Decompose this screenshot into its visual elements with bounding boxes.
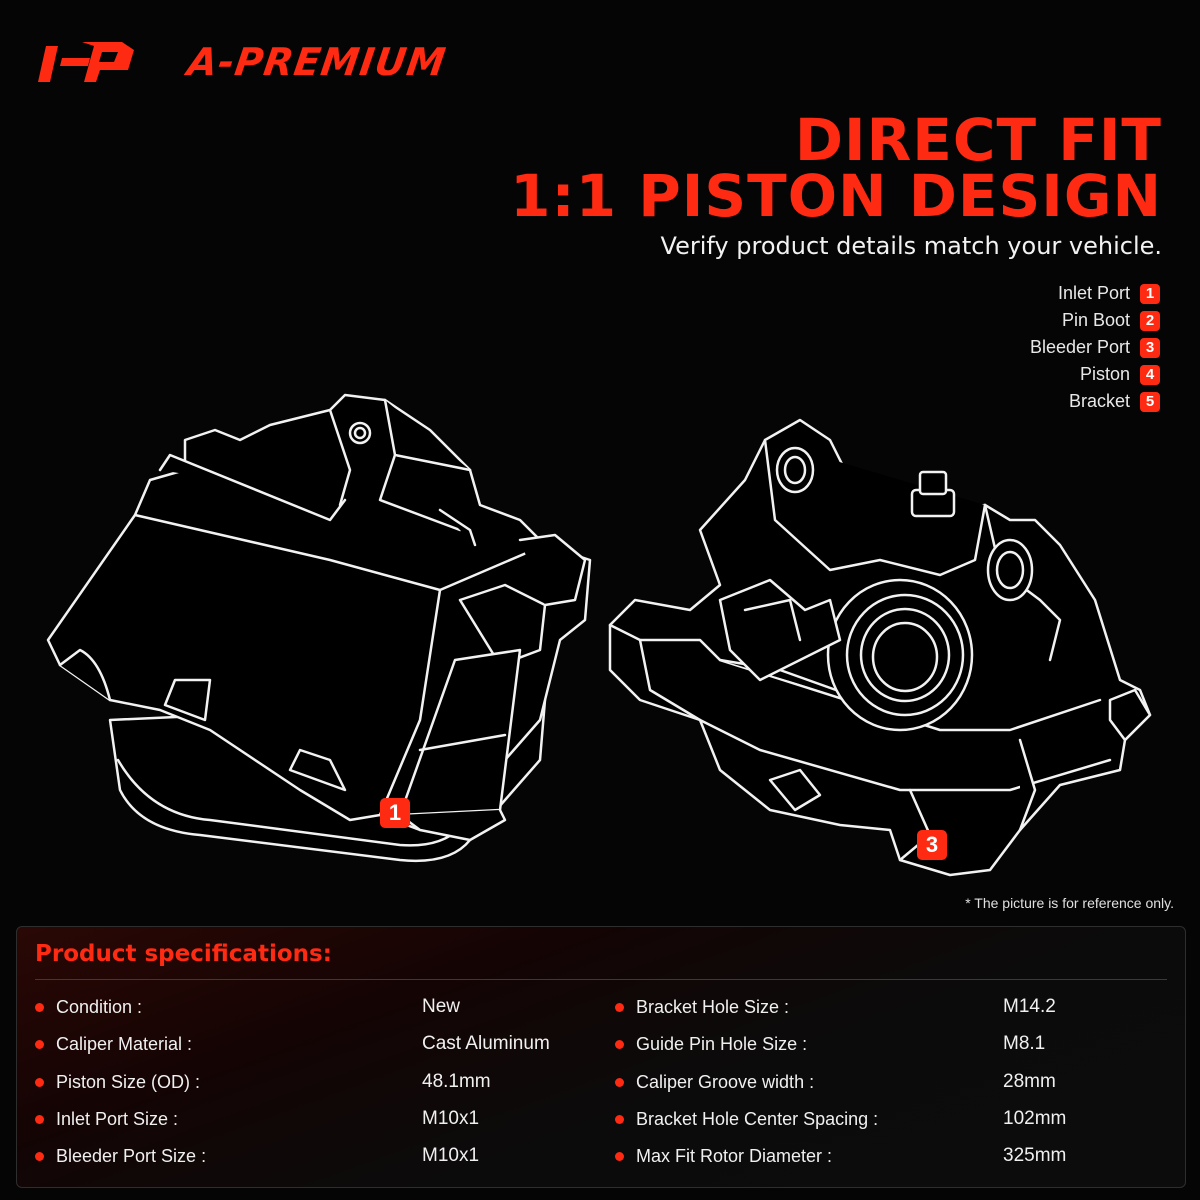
part-legend: Inlet Port 1 Pin Boot 2 Bleeder Port 3 P…	[1030, 280, 1160, 415]
callout-marker-inlet-port: 1	[380, 798, 410, 828]
legend-number-badge: 4	[1140, 364, 1160, 385]
spec-row-bleeder-port-size: Bleeder Port Size :	[35, 1141, 206, 1171]
caliper-rear-view-drawing	[46, 393, 592, 862]
bullet-icon	[35, 1151, 44, 1161]
bullet-icon	[35, 1114, 44, 1124]
callout-marker-bleeder-port: 3	[917, 830, 947, 860]
bullet-icon	[615, 1039, 624, 1049]
reference-note: * The picture is for reference only.	[965, 895, 1174, 911]
spec-row-max-fit-rotor-diameter: Max Fit Rotor Diameter :	[615, 1141, 832, 1171]
spec-value: M10x1	[422, 1145, 480, 1166]
spec-value: M8.1	[1003, 1033, 1046, 1054]
subheading: Verify product details match your vehicl…	[660, 232, 1162, 260]
headline: DIRECT FIT 1:1 PISTON DESIGN	[510, 106, 1162, 230]
brand-logo: A-PREMIUM	[38, 36, 518, 88]
spec-row-condition: Condition :	[35, 992, 142, 1022]
spec-row-inlet-port-size: Inlet Port Size :	[35, 1104, 178, 1134]
spec-value: Cast Aluminum	[422, 1033, 550, 1054]
caliper-drawings: 1 2 3 4 5	[0, 380, 1200, 1176]
spec-label: Bleeder Port Size :	[56, 1145, 207, 1166]
spec-value: M10x1	[422, 1108, 480, 1129]
legend-item-piston: Piston 4	[1030, 361, 1160, 388]
spec-row-caliper-material: Caliper Material :	[35, 1029, 192, 1059]
spec-value: New	[422, 996, 461, 1017]
bullet-icon	[615, 1077, 624, 1087]
legend-label: Piston	[1079, 364, 1130, 384]
bullet-icon	[615, 1114, 624, 1124]
legend-number-badge: 1	[1140, 283, 1160, 304]
headline-line-2: 1:1 PISTON DESIGN	[510, 162, 1162, 230]
spec-label: Piston Size (OD) :	[56, 1071, 201, 1092]
legend-label: Bleeder Port	[1029, 337, 1130, 357]
spec-label: Inlet Port Size :	[56, 1108, 179, 1129]
spec-label: Bracket Hole Center Spacing :	[636, 1108, 879, 1129]
spec-value: 48.1mm	[422, 1071, 491, 1092]
spec-row-bracket-hole-size: Bracket Hole Size :	[615, 992, 789, 1022]
legend-number-badge: 2	[1140, 310, 1160, 331]
legend-label: Inlet Port	[1057, 283, 1130, 303]
legend-label: Bracket	[1068, 391, 1130, 411]
spec-label: Max Fit Rotor Diameter :	[636, 1145, 833, 1166]
spec-row-guide-pin-hole-size: Guide Pin Hole Size :	[615, 1029, 807, 1059]
spec-row-bracket-hole-center-spacing: Bracket Hole Center Spacing :	[615, 1104, 878, 1134]
bullet-icon	[35, 1039, 44, 1049]
spec-row-piston-size: Piston Size (OD) :	[35, 1067, 200, 1097]
spec-row-caliper-groove-width: Caliper Groove width :	[615, 1067, 814, 1097]
specifications-divider	[35, 979, 1167, 980]
legend-label: Pin Boot	[1061, 310, 1130, 330]
legend-item-bleeder-port: Bleeder Port 3	[1030, 334, 1160, 361]
legend-item-inlet-port: Inlet Port 1	[1030, 280, 1160, 307]
brand-name: A-PREMIUM	[184, 40, 449, 84]
caliper-front-view-drawing	[608, 418, 1152, 877]
legend-number-badge: 5	[1140, 391, 1160, 412]
spec-value: 28mm	[1003, 1071, 1056, 1092]
spec-label: Caliper Material :	[56, 1033, 193, 1054]
spec-value: 325mm	[1003, 1145, 1067, 1166]
spec-label: Condition :	[56, 996, 143, 1017]
bullet-icon	[35, 1002, 44, 1012]
bullet-icon	[35, 1077, 44, 1087]
spec-label: Bracket Hole Size :	[636, 996, 790, 1017]
headline-line-1: DIRECT FIT	[794, 106, 1162, 174]
specifications-panel: Product specifications: Condition : New …	[16, 926, 1186, 1188]
legend-item-bracket: Bracket 5	[1030, 388, 1160, 415]
bullet-icon	[615, 1002, 624, 1012]
specifications-title: Product specifications:	[35, 941, 332, 967]
spec-label: Caliper Groove width :	[636, 1071, 815, 1092]
legend-number-badge: 3	[1140, 337, 1160, 358]
legend-item-pin-boot: Pin Boot 2	[1030, 307, 1160, 334]
spec-label: Guide Pin Hole Size :	[636, 1033, 808, 1054]
bullet-icon	[615, 1151, 624, 1161]
spec-value: M14.2	[1003, 996, 1056, 1017]
spec-value: 102mm	[1003, 1108, 1067, 1129]
brand-logo-mark-icon	[38, 42, 134, 82]
